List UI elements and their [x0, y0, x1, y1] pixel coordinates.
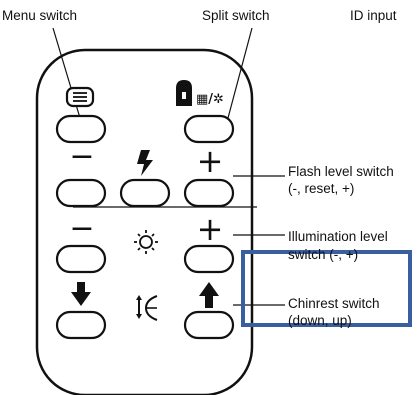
chinrest-icon [136, 295, 158, 321]
illumination-plus-button[interactable] [183, 244, 235, 274]
split-id-mark: ▦/✲ [196, 92, 224, 107]
chinrest-up-button[interactable] [183, 310, 235, 340]
flash-level-options-label: (-, reset, +) [288, 181, 355, 196]
flash-minus-button[interactable] [55, 178, 107, 208]
illumination-minus-button[interactable] [55, 244, 107, 274]
flash-reset-button[interactable] [119, 178, 171, 208]
leader-lines [52, 27, 285, 306]
chinrest-options-label: (down, up) [288, 313, 352, 328]
id-input-label: ID input [350, 8, 397, 23]
chinrest-switch-label: Chinrest switch [288, 296, 380, 311]
illumination-minus-symbol: − [69, 211, 94, 246]
flash-minus-symbol: − [69, 139, 94, 174]
flash-level-switch-label: Flash level switch [288, 164, 394, 179]
arrow-up-icon [199, 282, 219, 308]
illumination-level-switch-label: Illumination level [288, 229, 388, 244]
illumination-plus-symbol: + [197, 210, 224, 248]
menu-switch-button[interactable] [55, 114, 107, 144]
sun-icon [134, 230, 158, 254]
menu-switch-label: Menu switch [2, 8, 78, 23]
highlight-box [241, 250, 412, 327]
split-switch-leader [227, 27, 253, 119]
flash-icon [137, 150, 153, 176]
menu-icon [65, 86, 95, 108]
flash-plus-button[interactable] [183, 178, 235, 208]
flash-plus-symbol: + [197, 142, 224, 180]
split-switch-button[interactable] [183, 114, 235, 144]
arrow-down-icon [71, 282, 91, 306]
split-switch-label: Split switch [202, 8, 270, 23]
chinrest-down-button[interactable] [55, 310, 107, 340]
illumination-level-options-label: switch (-, +) [288, 247, 359, 262]
lock-icon [176, 80, 192, 106]
